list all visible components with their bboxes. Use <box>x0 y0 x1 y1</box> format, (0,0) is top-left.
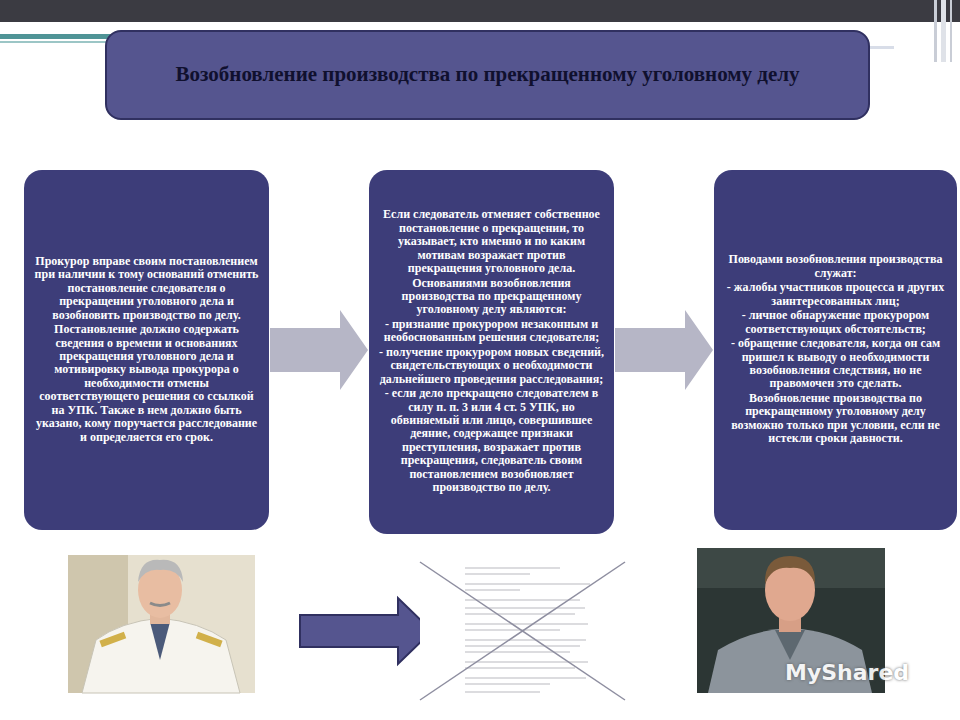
shoulder-board <box>99 632 126 647</box>
box-text: - обращение следователя, когда он сам пр… <box>724 337 947 391</box>
text-body: Если следователь отменяет собственное по… <box>379 208 604 495</box>
text-body: Прокурор вправе своим постановлением при… <box>34 255 259 445</box>
text-body: Поводами возобновления производства служ… <box>724 253 947 446</box>
tie <box>150 622 170 660</box>
hair <box>765 556 815 584</box>
block-arrow <box>300 598 432 664</box>
document-lines <box>465 568 590 692</box>
box-text: - жалобы участников процесса и других за… <box>724 281 947 308</box>
box-text: Прокурор вправе своим постановлением при… <box>34 255 259 322</box>
teal-strip <box>0 41 115 43</box>
flow-arrow <box>270 310 368 390</box>
shoulder-board <box>196 632 223 647</box>
watermark: MyShared <box>785 662 909 684</box>
box-text: Основаниями возобновления производства п… <box>379 277 604 317</box>
white-jacket <box>82 618 240 693</box>
hair <box>138 560 183 582</box>
accent-line <box>950 0 952 62</box>
accent-line <box>941 0 946 62</box>
title-box: Возобновление производства по прекращенн… <box>105 30 870 120</box>
cancelled-document <box>420 560 625 700</box>
photo-ground <box>68 555 255 693</box>
top-bar <box>0 0 960 22</box>
box-text: - получение прокурором новых сведений, с… <box>379 346 604 386</box>
document-page <box>420 560 625 700</box>
box-text: - признание прокурором незаконным и необ… <box>379 318 604 345</box>
cross-line <box>420 562 625 700</box>
teal-strip <box>0 34 115 39</box>
text-box: Если следователь отменяет собственное по… <box>369 170 614 534</box>
moustache <box>150 603 170 606</box>
flow-arrow <box>615 310 713 390</box>
title: Возобновление производства по прекращенн… <box>175 62 799 87</box>
prosecutor-photo <box>68 555 255 693</box>
box-text: Возобновление производства по прекращенн… <box>724 392 947 446</box>
text-box: Поводами возобновления производства служ… <box>714 170 957 530</box>
box-text: Если следователь отменяет собственное по… <box>379 208 604 275</box>
box-text: - личное обнаружение прокурором соответс… <box>724 309 947 336</box>
text-box: Прокурор вправе своим постановлением при… <box>24 170 269 530</box>
cross-line <box>420 562 625 700</box>
collar <box>775 630 805 660</box>
box-text: - если дело прекращено следователем в си… <box>379 387 604 495</box>
box-text: Постановление должно содержать сведения … <box>34 323 259 444</box>
accent-line <box>934 0 937 62</box>
box-text: Поводами возобновления производства служ… <box>724 253 947 280</box>
accent-strip <box>868 46 894 49</box>
